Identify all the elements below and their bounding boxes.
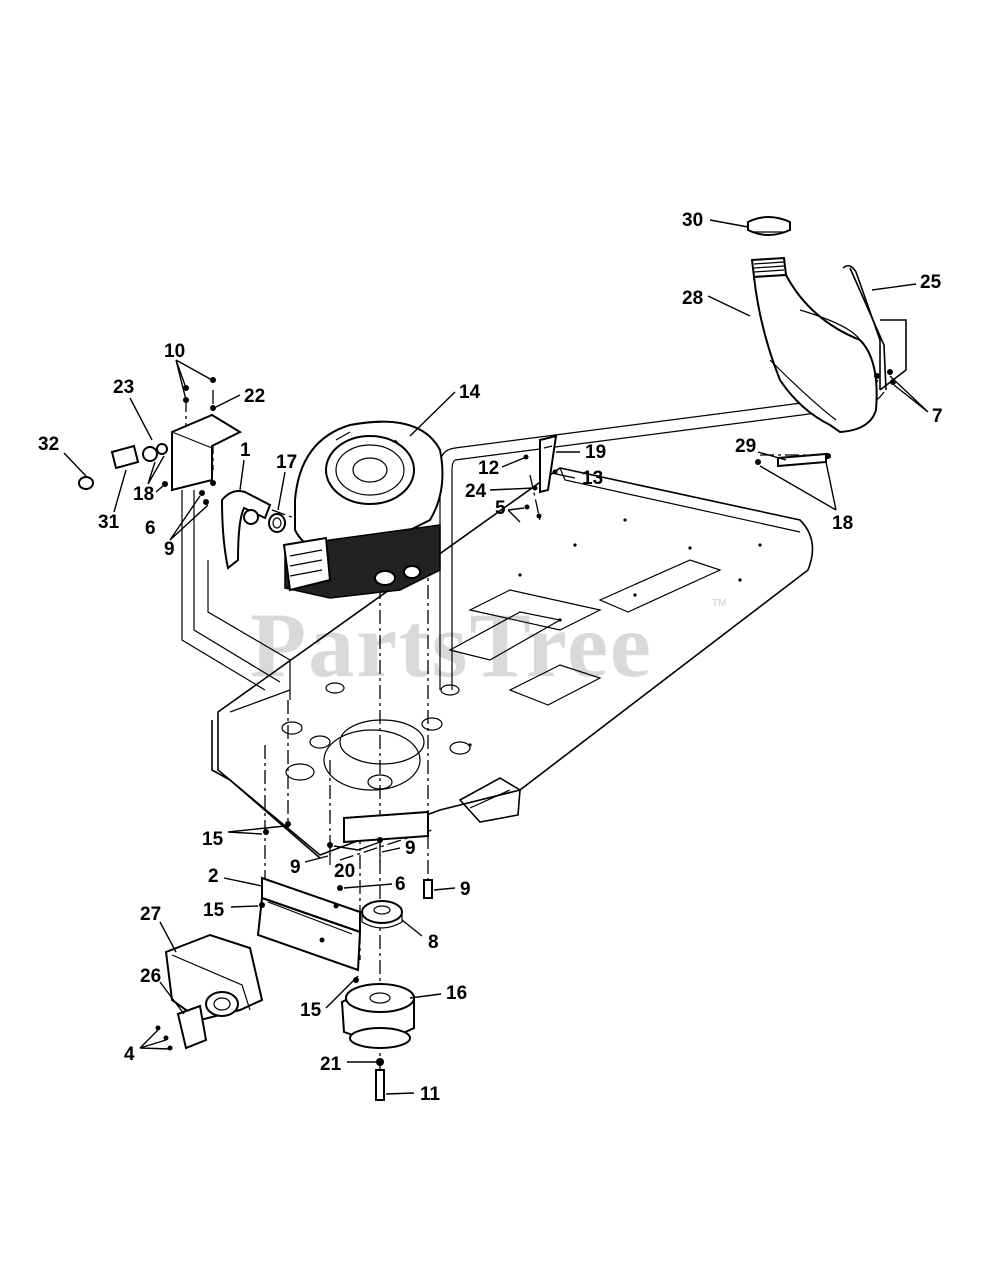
callout-11: 11 [420, 1084, 441, 1105]
assembly-centerlines [185, 390, 830, 1090]
callout-15-mid: 15 [203, 900, 225, 921]
callout-labels: 30 25 28 7 10 23 22 14 32 1 17 19 29 18 … [38, 210, 943, 1105]
callout-22: 22 [244, 386, 265, 407]
fuel-tank-assembly [747, 216, 907, 468]
callout-15-lower: 15 [300, 1000, 322, 1021]
fuel-cap-part [747, 216, 791, 236]
callout-21: 21 [320, 1054, 342, 1075]
callout-5: 5 [495, 498, 506, 519]
fuel-tank-part [752, 273, 878, 434]
callout-26: 26 [140, 966, 161, 987]
lower-hardware [155, 810, 433, 1101]
callout-9-far-right: 9 [460, 879, 471, 900]
callout-14: 14 [459, 382, 481, 403]
leader-lines [63, 219, 929, 1095]
callout-6-lower: 6 [395, 874, 406, 895]
watermark: PartsTree TM [250, 594, 726, 696]
callout-28: 28 [682, 288, 703, 309]
callout-9-right: 9 [405, 838, 416, 859]
callout-23: 23 [113, 377, 134, 398]
callout-29: 29 [735, 436, 756, 457]
callout-13: 13 [582, 468, 603, 489]
callout-31: 31 [98, 512, 120, 533]
callout-16: 16 [446, 983, 467, 1004]
callout-30: 30 [682, 210, 703, 231]
callout-4: 4 [124, 1044, 135, 1065]
callout-9-left: 9 [290, 857, 301, 878]
callout-19: 19 [585, 442, 606, 463]
throttle-bracket-assembly [78, 377, 243, 505]
callout-9-top: 9 [164, 539, 175, 560]
callout-32: 32 [38, 434, 59, 455]
callout-6-top: 6 [145, 518, 156, 539]
callout-17: 17 [276, 452, 297, 473]
callout-27: 27 [140, 904, 161, 925]
callout-2: 2 [208, 866, 219, 887]
callout-24: 24 [465, 481, 487, 502]
engine-assembly [220, 420, 444, 599]
callout-12: 12 [478, 458, 499, 479]
watermark-trademark: TM [712, 598, 726, 609]
callout-20: 20 [334, 861, 355, 882]
callout-7: 7 [932, 406, 943, 427]
callout-15-upper: 15 [202, 829, 224, 850]
watermark-text: PartsTree [250, 594, 653, 696]
frame-chassis [211, 467, 814, 859]
callout-18-right: 18 [832, 513, 853, 534]
callout-18-left: 18 [133, 484, 154, 505]
callout-1: 1 [240, 440, 251, 461]
callout-8: 8 [428, 932, 439, 953]
throttle-lever-assembly [523, 434, 558, 519]
callout-25: 25 [920, 272, 942, 293]
callout-10: 10 [164, 341, 185, 362]
